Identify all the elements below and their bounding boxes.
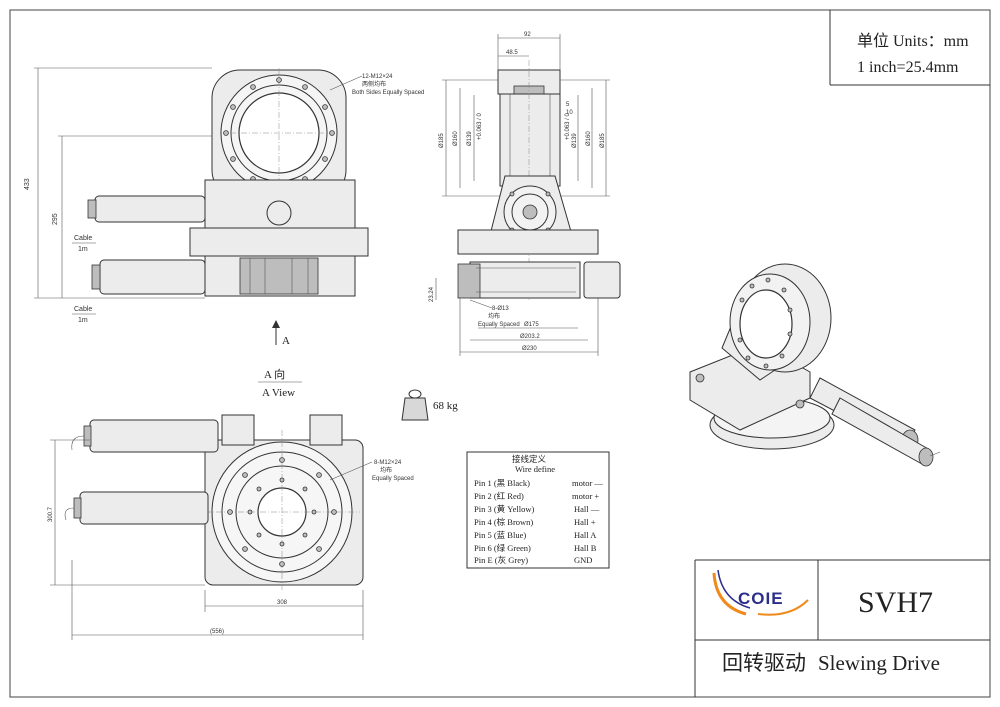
view-arrow-label: A bbox=[282, 335, 290, 347]
a-view: A 向 A View 308 bbox=[48, 367, 414, 640]
wire-row-pin: Pin 1 (黑 Black) bbox=[474, 478, 530, 488]
wire-row-func: Hall A bbox=[574, 530, 597, 540]
front-bolt-note-3: Both Sides Equally Spaced bbox=[352, 90, 424, 96]
a-bolt-note-3: Equally Spaced bbox=[372, 476, 414, 482]
wire-title-cn: 接线定义 bbox=[512, 454, 547, 464]
dim-48-5: 48.5 bbox=[506, 50, 518, 56]
units-line-1: 单位 Units：mm bbox=[857, 32, 969, 50]
dim-185-left: Ø185 bbox=[439, 133, 445, 148]
cable-length-1: 1m bbox=[78, 246, 88, 253]
wire-row-func: Hall B bbox=[574, 543, 597, 553]
dim-160-right: Ø160 bbox=[586, 131, 592, 146]
weight-indicator: 68 kg bbox=[401, 389, 458, 421]
wire-row-pin: Pin 6 (绿 Green) bbox=[474, 543, 531, 553]
dim-185-right: Ø185 bbox=[600, 133, 606, 148]
hole-note-2: 均布 bbox=[488, 312, 500, 320]
dim-175: Ø175 bbox=[524, 322, 539, 328]
wire-row-pin: Pin 3 (黄 Yellow) bbox=[474, 504, 534, 514]
dim-300-7: 300.7 bbox=[48, 506, 54, 522]
wire-row-func: motor + bbox=[572, 491, 599, 501]
front-view: 433 295 Cable 1m Cable 1m 12-M12×24 两侧均布… bbox=[24, 67, 424, 347]
tol-left: +0.063 / 0 bbox=[477, 112, 483, 140]
cable-label-1: Cable bbox=[74, 235, 92, 242]
wire-row-func: Hall — bbox=[574, 504, 600, 514]
dim-5: 5 bbox=[566, 102, 570, 108]
product-name-en: Slewing Drive bbox=[818, 651, 940, 675]
dim-92: 92 bbox=[524, 32, 531, 38]
brand-name: COIE bbox=[738, 589, 784, 608]
units-line-2: 1 inch=25.4mm bbox=[857, 59, 959, 76]
dim-230: Ø230 bbox=[522, 346, 537, 352]
wire-title-en: Wire define bbox=[515, 464, 555, 474]
cable-length-2: 1m bbox=[78, 317, 88, 324]
wire-row-func: motor — bbox=[572, 478, 603, 488]
front-bolt-note-1: 12-M12×24 bbox=[362, 74, 393, 80]
tol-right: +0.063 / 0 bbox=[565, 112, 571, 140]
wire-row-pin: Pin 5 (蓝 Blue) bbox=[474, 530, 526, 540]
hole-note-3: Equally Spaced bbox=[478, 322, 520, 328]
wire-row-func: GND bbox=[574, 555, 592, 565]
a-view-label-cn: A 向 bbox=[264, 367, 285, 381]
weight-value: 68 kg bbox=[433, 400, 458, 412]
wire-row-pin: Pin E (灰 Grey) bbox=[474, 555, 528, 565]
wire-row-pin: Pin 2 (红 Red) bbox=[474, 491, 524, 501]
dim-295: 295 bbox=[52, 213, 59, 225]
a-bolt-note-2: 均布 bbox=[380, 466, 392, 474]
dim-139-left: Ø139 bbox=[467, 131, 473, 146]
dim-139-right: Ø139 bbox=[572, 133, 578, 148]
front-bolt-note-2: 两侧均布 bbox=[362, 80, 386, 88]
cable-label-2: Cable bbox=[74, 306, 92, 313]
a-view-bolt-holes bbox=[227, 457, 337, 567]
hole-note-1: 8-Ø13 bbox=[492, 306, 509, 312]
dim-10: 10 bbox=[566, 110, 573, 116]
a-bolt-note-1: 8-M12×24 bbox=[374, 460, 402, 466]
wire-table: 接线定义 Wire define Pin 1 (黑 Black) motor —… bbox=[466, 451, 610, 569]
dim-203-2: Ø203.2 bbox=[520, 334, 540, 340]
units-box: 单位 Units：mm 1 inch=25.4mm bbox=[829, 10, 990, 86]
isometric-view bbox=[689, 263, 941, 467]
model-number: SVH7 bbox=[858, 586, 933, 619]
wire-row-func: Hall + bbox=[574, 517, 596, 527]
side-view: 92 48.5 Ø185 Ø160 Ø139 +0.063 / 0 Ø139 +… bbox=[429, 32, 621, 356]
dim-556: (556) bbox=[210, 629, 224, 635]
weight-icon bbox=[401, 397, 429, 421]
title-block: COIE SVH7 回转驱动 Slewing Drive bbox=[694, 559, 990, 697]
a-view-label-en: A View bbox=[262, 387, 295, 399]
dim-308: 308 bbox=[277, 600, 288, 606]
sheet-border bbox=[9, 9, 991, 698]
dim-23-24: 23.24 bbox=[429, 286, 435, 302]
product-name-cn: 回转驱动 bbox=[722, 651, 806, 675]
dim-433: 433 bbox=[24, 178, 31, 190]
dim-160-left: Ø160 bbox=[453, 131, 459, 146]
wire-row-pin: Pin 4 (棕 Brown) bbox=[474, 517, 533, 527]
brand-logo: COIE bbox=[712, 569, 809, 616]
